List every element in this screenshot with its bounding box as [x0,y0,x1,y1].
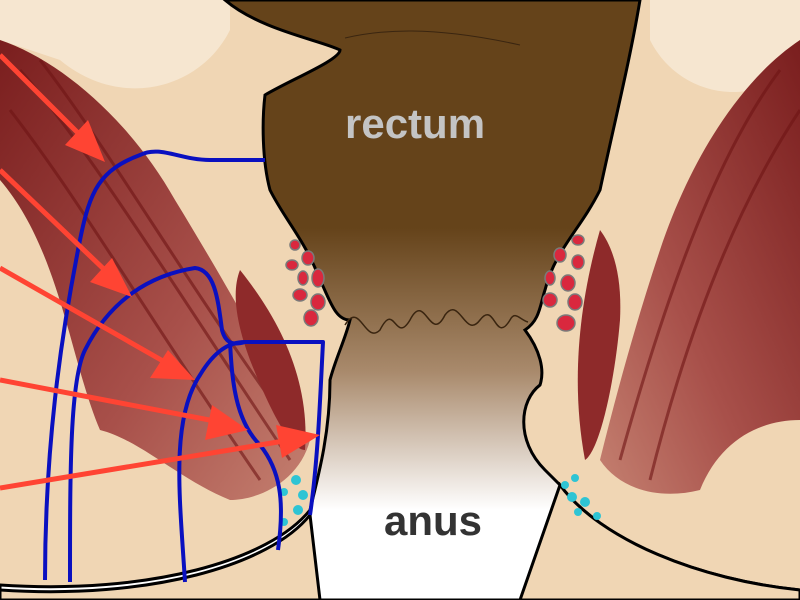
rectum-label: rectum [345,100,486,147]
internal-hemorrhoids-right [542,234,585,332]
anus-label: anus [384,497,483,544]
right-levator-muscle [600,40,800,494]
right-sphincter-muscle [577,230,621,460]
external-hemorrhoids-right [561,474,601,520]
internal-hemorrhoids-left [285,239,326,327]
pain-arrows [0,53,320,491]
left-sphincter-muscle [235,270,306,450]
